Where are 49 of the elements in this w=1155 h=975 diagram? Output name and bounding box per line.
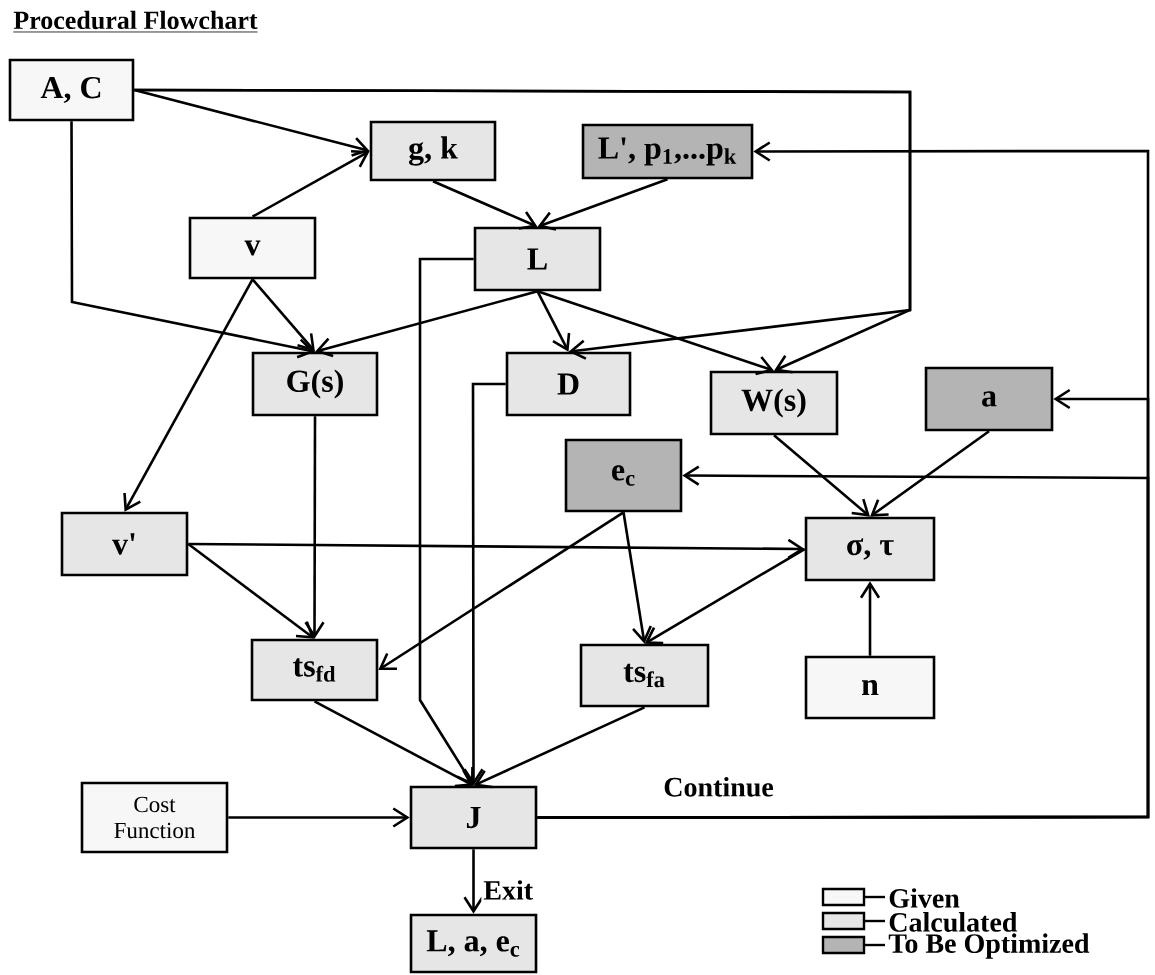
arrow bbox=[536, 290, 571, 352]
arrow bbox=[622, 512, 652, 644]
arrow bbox=[537, 465, 1150, 819]
process-box: v bbox=[188, 216, 317, 280]
arrow bbox=[133, 88, 370, 157]
arrow bbox=[773, 434, 870, 517]
arrow bbox=[188, 538, 805, 559]
process-box: n bbox=[804, 655, 936, 720]
process-box: A, C bbox=[8, 58, 135, 122]
arrow bbox=[123, 278, 254, 512]
arrow bbox=[378, 511, 625, 670]
edge-label: Continue bbox=[661, 774, 776, 799]
arrow bbox=[313, 700, 474, 788]
arrow bbox=[537, 178, 668, 231]
arrow bbox=[859, 581, 881, 656]
legend-label: Given bbox=[889, 888, 960, 908]
arrow bbox=[251, 149, 370, 218]
legend-label: To Be Optimized bbox=[888, 933, 1090, 959]
arrow bbox=[228, 807, 410, 828]
arrow bbox=[463, 849, 484, 914]
arrow bbox=[463, 382, 506, 786]
arrow bbox=[70, 121, 315, 359]
process-box: a bbox=[924, 366, 1054, 432]
arrow bbox=[537, 290, 775, 376]
arrow bbox=[644, 547, 806, 645]
process-box: v' bbox=[60, 511, 189, 577]
process-box: J bbox=[409, 785, 538, 850]
title: Procedural Flowchart bbox=[12, 10, 258, 33]
arrow bbox=[315, 290, 538, 358]
process-box: D bbox=[505, 351, 632, 417]
process-box: ts$_{fa}$ bbox=[579, 643, 710, 708]
arrow bbox=[251, 278, 315, 352]
process-box: e$_{c}$ bbox=[564, 438, 683, 513]
arrow bbox=[187, 542, 315, 639]
legend-label: Calculated bbox=[889, 912, 1018, 932]
process-box: Cost Function bbox=[80, 781, 229, 854]
edge-label: Exit bbox=[481, 878, 536, 902]
process-box: σ, τ bbox=[804, 516, 936, 582]
process-box: W(s) bbox=[709, 370, 839, 436]
arrow bbox=[432, 180, 538, 230]
process-box: ts$_{fd}$ bbox=[250, 638, 379, 702]
arrow bbox=[473, 706, 646, 789]
process-box: g, k bbox=[369, 120, 497, 182]
process-box: L', p$_{1}$,...p$_{k}$ bbox=[581, 123, 754, 180]
arrow bbox=[304, 416, 325, 639]
process-box: G(s) bbox=[251, 351, 379, 417]
process-box: L bbox=[473, 226, 602, 292]
process-box: L, a, e$_{c}$ bbox=[409, 913, 538, 974]
arrow bbox=[870, 430, 990, 517]
